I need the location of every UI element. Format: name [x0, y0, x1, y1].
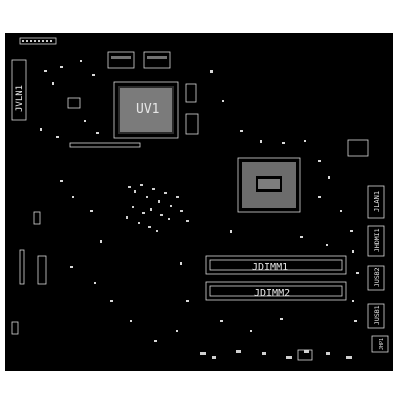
- bottom-left-part: [11, 321, 19, 335]
- jdimm2-slot: [205, 281, 347, 301]
- jdimm1-slot-inner: [209, 259, 343, 271]
- jhdmi1-connector: [367, 225, 385, 257]
- cpu-chip-outline: [237, 157, 301, 213]
- left-small-part-2: [37, 255, 47, 285]
- bottom-center-part: [297, 349, 313, 361]
- cpu-center-pads: [258, 179, 280, 189]
- jvln1-connector: [11, 59, 27, 121]
- top-left-connector: [19, 37, 57, 45]
- jusb1-connector: [367, 303, 385, 329]
- jlan1-label: JLAN1: [373, 191, 381, 212]
- jvln1-label: JVLN1: [15, 85, 25, 112]
- jdimm1-slot: [205, 255, 347, 275]
- jhp1-label: JHP1: [379, 338, 385, 350]
- uv1-label: UV1: [136, 102, 159, 117]
- left-vertical-strip: [19, 249, 25, 285]
- right-of-uv1-chip-2: [185, 113, 199, 135]
- jdimm1-label: JDIMM1: [252, 262, 288, 273]
- jdimm2-slot-inner: [209, 285, 343, 297]
- top-right-chip: [347, 139, 369, 157]
- jdimm2-label: JDIMM2: [254, 288, 290, 299]
- bottom-components: [200, 350, 352, 359]
- upper-chip-1-fill: [111, 56, 131, 59]
- jusb2-label: JUSB2: [373, 267, 381, 287]
- horizontal-connector-strip: [69, 142, 141, 148]
- upper-chip-2-fill: [147, 56, 167, 59]
- jusb2-connector: [367, 265, 385, 291]
- uv1-chip-outline: [113, 81, 179, 139]
- jhp1-connector: [371, 335, 389, 353]
- chipset-cluster: [126, 184, 189, 232]
- right-of-uv1-chip-1: [185, 83, 197, 103]
- scattered-passives: [40, 60, 359, 342]
- board-background: [5, 33, 393, 371]
- uv1-ball-grid: [118, 86, 174, 134]
- left-of-uv1-chip: [67, 97, 81, 109]
- jusb1-label: JUSB1: [373, 305, 381, 325]
- left-small-part-1: [33, 211, 41, 225]
- jlan1-connector: [367, 185, 385, 219]
- jhdmi1-label: JHDMI1: [373, 228, 381, 252]
- upper-chip-2: [143, 51, 171, 69]
- top-left-connector-pins: [22, 40, 52, 42]
- upper-chip-1: [107, 51, 135, 69]
